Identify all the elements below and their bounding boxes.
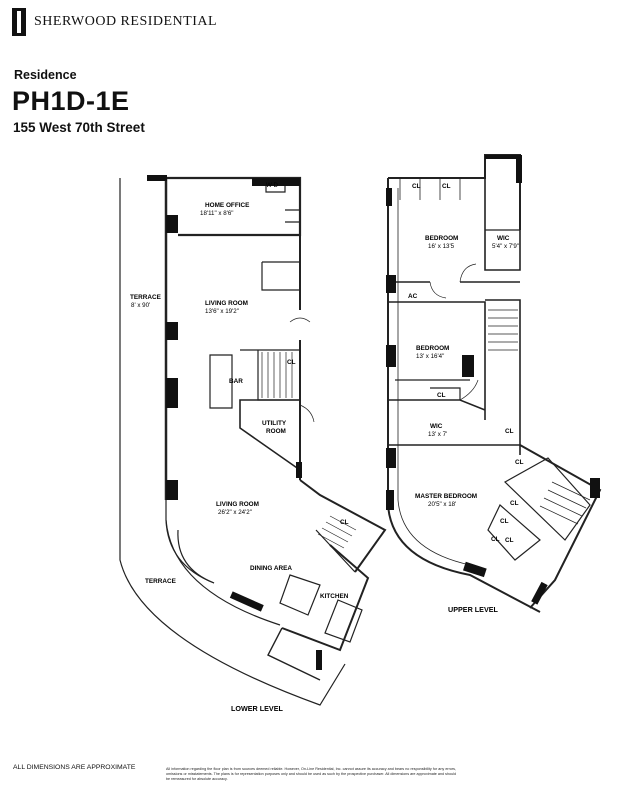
wic-1-label: WIC <box>497 235 510 242</box>
bar-counter <box>209 354 233 409</box>
living-room-2-dims: 26'2" x 24'2" <box>218 509 252 516</box>
terrace-lower-label: TERRACE <box>145 578 177 585</box>
upper-level-caption: UPPER LEVEL <box>448 605 499 614</box>
living-room-2-label: LIVING ROOM <box>216 501 259 508</box>
brand-logo: SHERWOOD RESIDENTIAL <box>12 8 217 36</box>
closet-label-lower-1: CL <box>287 359 296 366</box>
lower-level-caption: LOWER LEVEL <box>231 704 284 713</box>
closet-label-upper-i: CL <box>491 536 500 543</box>
dining-area-label: DINING AREA <box>250 565 292 572</box>
brand-name: SHERWOOD RESIDENTIAL <box>34 14 218 29</box>
utility-room-label-2: ROOM <box>266 428 286 435</box>
closet-label-upper-a: CL <box>412 183 421 190</box>
kitchen-label: KITCHEN <box>320 593 349 600</box>
wic-1-dims: 5'4" x 7'9" <box>492 243 519 250</box>
unit-title: PH1D-1E <box>12 86 130 116</box>
brand-logo-mark <box>12 8 26 36</box>
closet-label-upper-f: CL <box>510 500 519 507</box>
living-room-1-dims: 13'6" x 19'2" <box>205 308 239 315</box>
terrace-outline <box>119 178 346 706</box>
closet-label-upper-b: CL <box>442 183 451 190</box>
utility-room-label: UTILITY <box>262 420 287 427</box>
bedroom-1-label: BEDROOM <box>425 235 458 242</box>
wic-2-label: WIC <box>430 423 443 430</box>
disclaimer-text: All information regarding the floor plan… <box>166 767 456 782</box>
terrace-upper-label: TERRACE <box>130 294 162 301</box>
kitchen-wall <box>281 544 370 652</box>
wic-2-dims: 13' x 7' <box>428 431 447 438</box>
bar-label: BAR <box>229 378 243 385</box>
home-office-label: HOME OFFICE <box>205 202 250 209</box>
home-office-wall <box>166 176 302 237</box>
closet-label-upper-g: CL <box>500 518 509 525</box>
master-bedroom-dims: 20'5" x 18' <box>428 501 456 508</box>
residence-label: Residence <box>14 68 77 82</box>
closet-label-upper-d: CL <box>505 428 514 435</box>
closet-label-upper-h: CL <box>505 537 514 544</box>
closet-label-upper-c: CL <box>437 392 446 399</box>
terrace-upper-dims: 8' x 90' <box>131 302 150 309</box>
closet-label-upper-e: CL <box>515 459 524 466</box>
home-office-dims: 18'11" x 8'6" <box>200 210 233 217</box>
dimensions-note: ALL DIMENSIONS ARE APPROXIMATE <box>13 764 136 771</box>
bedroom-2-dims: 13' x 16'4" <box>416 353 444 360</box>
master-bedroom-label: MASTER BEDROOM <box>415 493 477 500</box>
ac-label: AC <box>408 293 418 300</box>
address: 155 West 70th Street <box>13 120 145 135</box>
bedroom-2-label: BEDROOM <box>416 345 449 352</box>
closet-label-lower-2: CL <box>340 519 349 526</box>
bedroom-1-dims: 16' x 13'5 <box>428 243 455 250</box>
living-room-1-label: LIVING ROOM <box>205 300 248 307</box>
upper-outer-wall <box>387 178 541 613</box>
kitchen-island <box>279 574 321 616</box>
utility-room-wall <box>239 399 301 472</box>
washer-dryer-label: W D <box>266 182 279 189</box>
